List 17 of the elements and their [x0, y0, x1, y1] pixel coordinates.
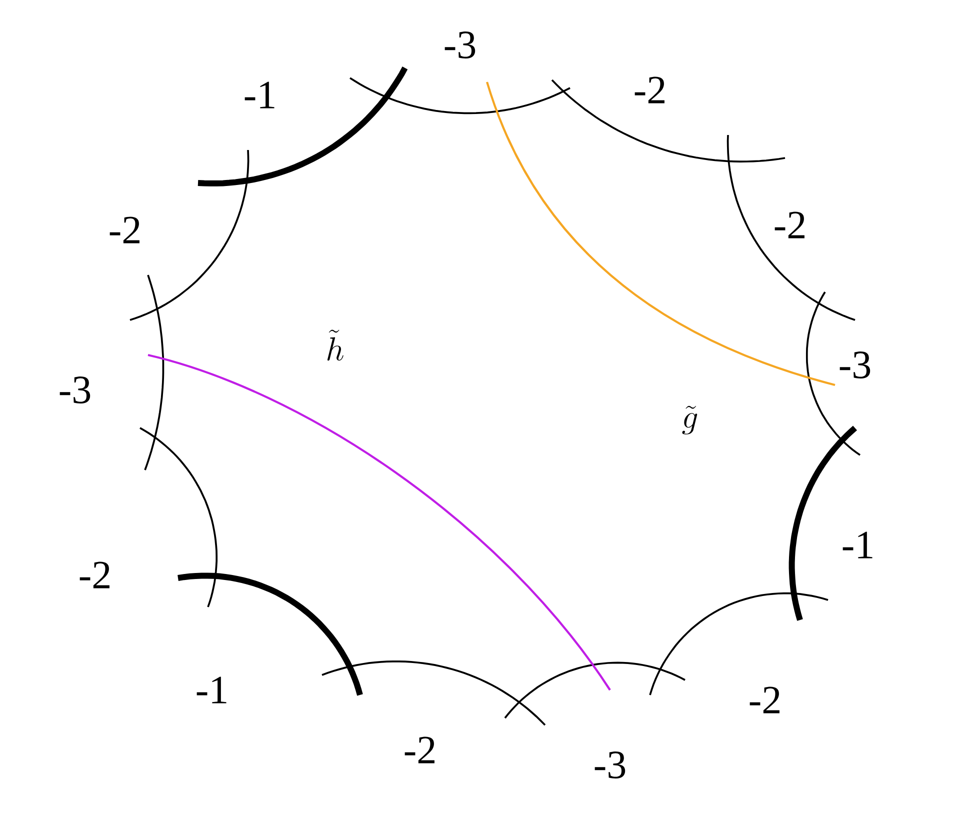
node-text: -3	[594, 752, 626, 778]
region-label: $\tilde{g}$	[682, 406, 698, 434]
node-text: -1	[196, 676, 226, 704]
node-text: -2	[404, 736, 434, 764]
node-text: -2	[80, 562, 110, 588]
node-text: -1	[842, 532, 872, 558]
curve	[148, 354, 611, 691]
node-label: -1	[244, 82, 274, 108]
node-text: -3	[444, 32, 476, 58]
node-text: -3	[840, 352, 870, 378]
node-text: -2	[634, 76, 664, 104]
curve	[486, 82, 836, 386]
node-text: -2	[750, 686, 780, 714]
node-text: -3	[60, 376, 90, 404]
node-label: -2	[774, 212, 804, 238]
node-text: -2	[110, 216, 140, 244]
region-label: $\tilde{h}$	[327, 330, 344, 361]
